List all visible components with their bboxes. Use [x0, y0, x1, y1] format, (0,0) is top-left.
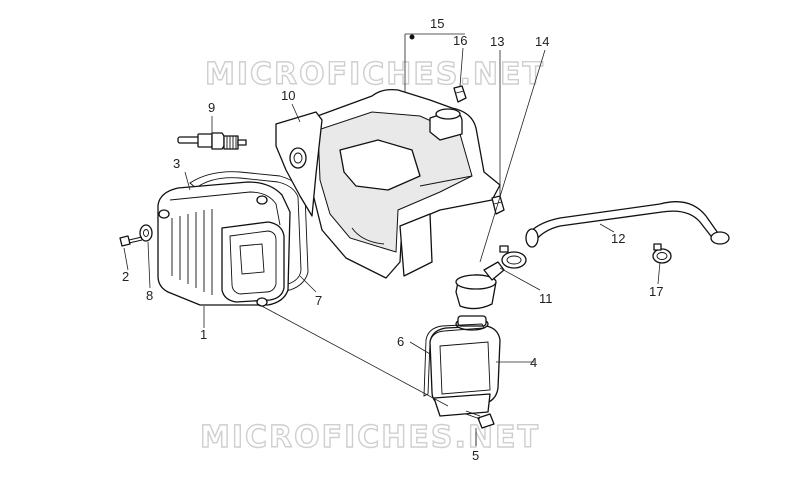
callout-13: 13 — [490, 34, 504, 49]
breather-gasket — [423, 323, 485, 397]
hose-clamp-11 — [499, 245, 527, 269]
callouts: 1 2 3 4 5 6 7 8 9 10 11 12 13 14 15 16 1… — [122, 16, 663, 463]
callout-1: 1 — [200, 327, 207, 342]
hose-clamp-17 — [652, 243, 672, 264]
cover-screw — [119, 235, 143, 247]
leader-lines — [123, 33, 661, 446]
breather-hose — [525, 201, 730, 248]
callout-4: 4 — [530, 355, 537, 370]
sealing-washer — [139, 224, 153, 242]
callout-14: 14 — [535, 34, 549, 49]
callout-5: 5 — [472, 448, 479, 463]
callout-10: 10 — [281, 88, 295, 103]
oil-breather-box — [429, 315, 501, 417]
cylinder-head-cover — [157, 181, 291, 307]
callout-6: 6 — [397, 334, 404, 349]
clip-13 — [491, 195, 505, 215]
junction-dot — [409, 34, 415, 40]
callout-9: 9 — [208, 100, 215, 115]
breather-screw — [465, 410, 495, 429]
callout-12: 12 — [611, 231, 625, 246]
breather-elbow — [455, 261, 505, 310]
callout-17: 17 — [649, 284, 663, 299]
watermark-top: MICROFICHES.NET — [205, 57, 545, 92]
callout-2: 2 — [122, 269, 129, 284]
callout-16: 16 — [453, 33, 467, 48]
callout-8: 8 — [146, 288, 153, 303]
callout-7: 7 — [315, 293, 322, 308]
shroud-seal — [275, 111, 323, 217]
spark-plug — [177, 132, 247, 150]
cylinder-shroud — [311, 88, 501, 279]
clip-16 — [453, 85, 467, 103]
callout-15: 15 — [430, 16, 444, 31]
callout-3: 3 — [173, 156, 180, 171]
callout-11: 11 — [539, 291, 553, 306]
